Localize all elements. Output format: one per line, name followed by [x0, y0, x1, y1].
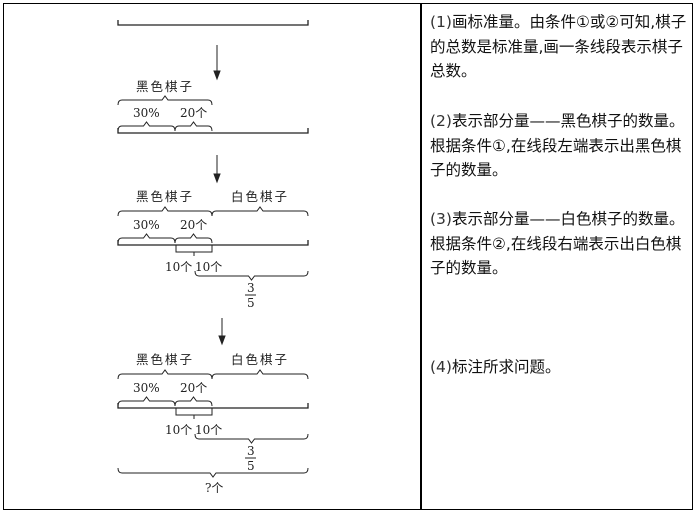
black-label: 黑色棋子 [136, 352, 194, 367]
step-text: 画标准量。由条件①或②可知,棋子的总数是标准量,画一条线段表示棋子总数。 [430, 13, 687, 80]
percent-label: 30% [133, 106, 160, 120]
line-segment-diagram: 黑色棋子 30% 20个 黑色棋子 白色棋子 30% 20个 10个 10个 3 [117, 20, 309, 495]
fraction-numerator: 3 [247, 281, 255, 295]
step-number: (4) [430, 358, 452, 376]
black-brace [117, 95, 213, 106]
arrow-1 [213, 45, 221, 81]
white-brace [211, 206, 309, 217]
fraction-brace [194, 433, 309, 444]
ten-label: 10个 [195, 423, 222, 437]
stage-4: 黑色棋子 白色棋子 30% 20个 10个 10个 3 5 ?个 [117, 352, 309, 495]
black-brace [117, 206, 213, 217]
stage-3: 黑色棋子 白色棋子 30% 20个 10个 10个 3 5 [117, 189, 309, 310]
black-brace [117, 369, 213, 380]
white-brace [211, 369, 309, 380]
twenty-label: 20个 [180, 218, 207, 232]
ten-brackets [175, 408, 213, 419]
total-segment [117, 20, 309, 26]
step-1: (1)画标准量。由条件①或②可知,棋子的总数是标准量,画一条线段表示棋子总数。 [430, 10, 688, 84]
arrow-3 [218, 318, 226, 346]
twenty-label: 20个 [180, 106, 207, 120]
total-segment [117, 403, 309, 409]
step-number: (1) [430, 13, 452, 31]
ten-label: 10个 [165, 260, 192, 274]
question-label: ?个 [205, 481, 223, 495]
fraction-denominator: 5 [247, 459, 255, 473]
ten-brackets [175, 245, 213, 256]
step-3: (3)表示部分量——白色棋子的数量。根据条件②,在线段右端表示出白色棋子的数量。 [430, 207, 688, 281]
column-divider [420, 3, 422, 510]
percent-brace [117, 396, 176, 407]
step-text: 标注所求问题。 [451, 358, 561, 376]
white-label: 白色棋子 [231, 189, 289, 204]
step-text: 表示部分量——黑色棋子的数量。根据条件①,在线段左端表示出黑色棋子的数量。 [430, 112, 685, 179]
stage-2: 黑色棋子 30% 20个 [117, 79, 309, 134]
step-text: 表示部分量——白色棋子的数量。根据条件②,在线段右端表示出白色棋子的数量。 [430, 210, 685, 277]
step-number: (3) [430, 210, 452, 228]
percent-label: 30% [133, 381, 160, 395]
table-border [3, 3, 693, 510]
total-brace [117, 467, 309, 478]
black-label: 黑色棋子 [136, 79, 194, 94]
percent-brace [117, 121, 176, 132]
arrow-2 [213, 155, 221, 184]
step-2: (2)表示部分量——黑色棋子的数量。根据条件①,在线段左端表示出黑色棋子的数量。 [430, 109, 688, 183]
fraction-brace [194, 270, 309, 281]
fraction-numerator: 3 [247, 444, 255, 458]
step-4: (4)标注所求问题。 [430, 355, 560, 380]
fraction-denominator: 5 [247, 296, 255, 310]
ten-label: 10个 [195, 260, 222, 274]
total-segment [117, 240, 309, 246]
twenty-brace [174, 121, 213, 132]
ten-label: 10个 [165, 423, 192, 437]
black-label: 黑色棋子 [136, 189, 194, 204]
twenty-label: 20个 [180, 381, 207, 395]
stage-1 [117, 20, 309, 26]
step-number: (2) [430, 112, 452, 130]
percent-brace [117, 233, 176, 244]
white-label: 白色棋子 [231, 352, 289, 367]
percent-label: 30% [133, 218, 160, 232]
twenty-brace [174, 233, 213, 244]
total-segment [117, 128, 309, 134]
twenty-brace [174, 396, 213, 407]
